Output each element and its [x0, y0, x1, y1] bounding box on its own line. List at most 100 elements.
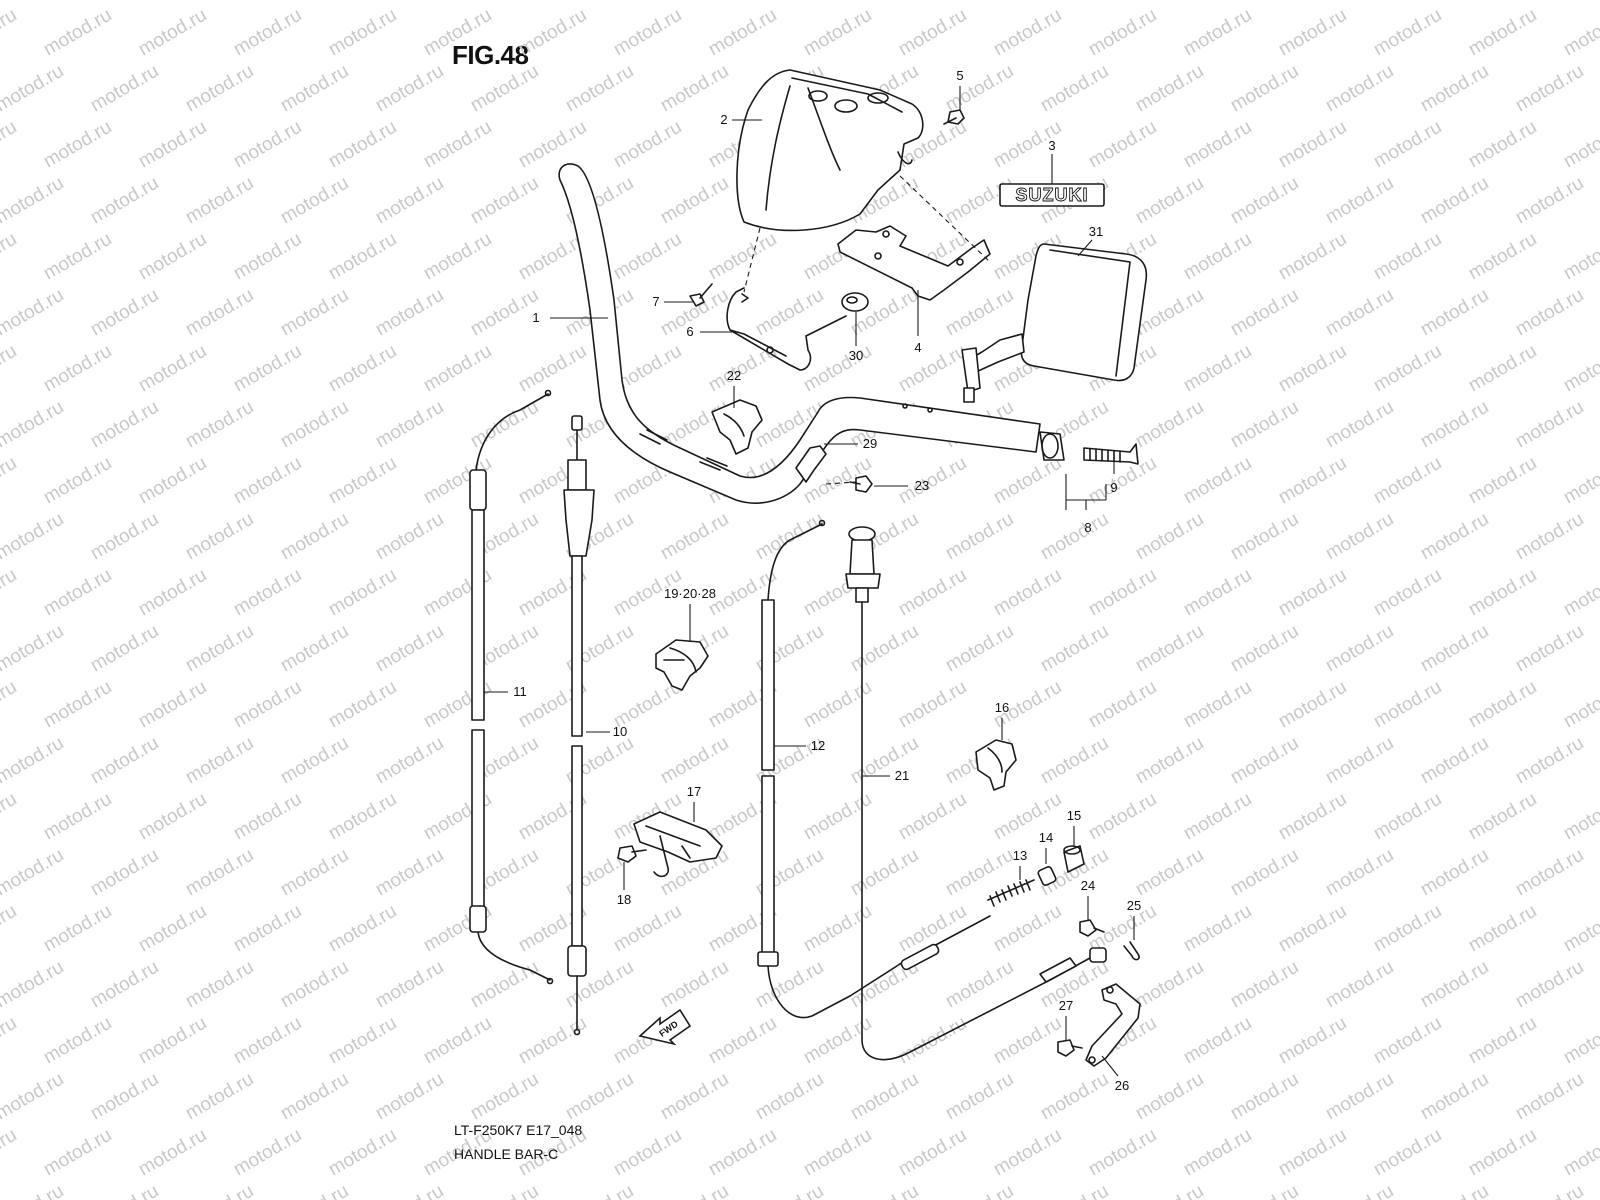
right-cover-bracket-part[interactable]	[837, 225, 991, 301]
watermark-text: motod.ru	[182, 397, 257, 453]
handlebar-cover-part[interactable]	[736, 69, 924, 232]
watermark-text: motod.ru	[657, 1069, 732, 1125]
watermark-text: motod.ru	[325, 5, 400, 61]
watermark-text: motod.ru	[467, 1069, 542, 1125]
watermark-text: motod.ru	[40, 677, 115, 733]
watermark-text: motod.ru	[40, 565, 115, 621]
watermark-text: motod.ru	[1512, 733, 1587, 789]
watermark-text: motod.ru	[895, 565, 970, 621]
watermark-text: motod.ru	[990, 789, 1065, 845]
watermark-text: motod.ru	[40, 901, 115, 957]
watermark-text: motod.ru	[182, 285, 257, 341]
joint-15-part[interactable]	[1063, 845, 1085, 873]
watermark-text: motod.ru	[372, 845, 447, 901]
mirror-part[interactable]	[961, 243, 1148, 403]
left-cover-bracket-part[interactable]	[726, 287, 847, 371]
watermark-text: motod.ru	[230, 677, 305, 733]
watermark-text: motod.ru	[990, 1013, 1065, 1069]
cable-guide-17-part[interactable]	[633, 811, 723, 878]
watermark-text: motod.ru	[1417, 621, 1492, 677]
watermark-text: motod.ru	[182, 733, 257, 789]
watermark-text: motod.ru	[182, 845, 257, 901]
rear-brake-cable-12-part[interactable]	[757, 519, 991, 1019]
callout-4: 4	[914, 340, 921, 355]
watermark-text: motod.ru	[277, 173, 352, 229]
watermark-text: motod.ru	[1465, 341, 1540, 397]
watermark-text: motod.ru	[325, 1013, 400, 1069]
watermark-text: motod.ru	[1417, 397, 1492, 453]
watermark-text: motod.ru	[1180, 677, 1255, 733]
watermark-text: motod.ru	[0, 677, 20, 733]
watermark-text: motod.ru	[1132, 397, 1207, 453]
watermark-text: motod.ru	[1465, 1125, 1540, 1181]
suzuki-emblem-part[interactable]: SUZUKI	[999, 183, 1105, 207]
watermark-text: motod.ru	[1132, 509, 1207, 565]
bolt-27-part[interactable]	[1057, 1039, 1083, 1057]
watermark-text: motod.ru	[420, 5, 495, 61]
watermark-text: motod.ru	[1322, 621, 1397, 677]
watermark-text: motod.ru	[515, 5, 590, 61]
watermark-text: motod.ru	[1417, 957, 1492, 1013]
watermark-text: motod.ru	[1085, 117, 1160, 173]
watermark-text: motod.ru	[40, 453, 115, 509]
brake-cable-11-part[interactable]	[469, 389, 554, 985]
collar-14-part[interactable]	[1037, 865, 1057, 887]
watermark-text: motod.ru	[800, 789, 875, 845]
watermark-text: motod.ru	[847, 733, 922, 789]
watermark-text: motod.ru	[325, 1125, 400, 1181]
watermark-text: motod.ru	[40, 5, 115, 61]
watermark-text: motod.ru	[1322, 1181, 1397, 1200]
watermark-text: motod.ru	[1370, 229, 1445, 285]
lever-arm-26-part[interactable]	[1085, 983, 1141, 1067]
handlebar-part[interactable]	[558, 163, 1041, 504]
watermark-text: motod.ru	[1180, 565, 1255, 621]
bolt-23-part[interactable]	[849, 475, 873, 493]
grommet-part[interactable]	[841, 292, 869, 312]
watermark-text: motod.ru	[942, 1181, 1017, 1200]
watermark-text: motod.ru	[87, 0, 162, 4]
throttle-cable-10-part[interactable]	[563, 415, 595, 1036]
watermark-text: motod.ru	[1417, 845, 1492, 901]
balancer-part[interactable]	[1039, 431, 1065, 461]
bolt-18-part[interactable]	[617, 845, 647, 863]
watermark-text: motod.ru	[1560, 1013, 1600, 1069]
watermark-text: motod.ru	[1132, 1181, 1207, 1200]
watermark-text: motod.ru	[515, 117, 590, 173]
balancer-screw-part[interactable]	[1083, 443, 1139, 465]
watermark-text: motod.ru	[800, 1013, 875, 1069]
watermark-text: motod.ru	[230, 901, 305, 957]
watermark-text: motod.ru	[847, 1181, 922, 1200]
watermark-text: motod.ru	[1322, 957, 1397, 1013]
watermark-text: motod.ru	[372, 957, 447, 1013]
clamp-29-part[interactable]	[795, 445, 827, 483]
watermark-text: motod.ru	[1417, 0, 1492, 4]
spring-13-part[interactable]	[987, 879, 1035, 907]
clamp-22-part[interactable]	[711, 399, 763, 455]
pin-24-part[interactable]	[1079, 919, 1105, 937]
watermark-text: motod.ru	[1180, 453, 1255, 509]
cotter-pin-25-part[interactable]	[1123, 941, 1140, 961]
choke-cable-21-part[interactable]	[845, 526, 1107, 1061]
watermark-text: motod.ru	[562, 1181, 637, 1200]
clamp-set-19-20-28-part[interactable]	[655, 639, 709, 691]
watermark-text: motod.ru	[1227, 845, 1302, 901]
watermark-text: motod.ru	[277, 285, 352, 341]
watermark-text: motod.ru	[1560, 5, 1600, 61]
watermark-text: motod.ru	[1037, 733, 1112, 789]
watermark-text: motod.ru	[610, 1125, 685, 1181]
watermark-text: motod.ru	[1085, 565, 1160, 621]
watermark-text: motod.ru	[1370, 1013, 1445, 1069]
watermark-text: motod.ru	[0, 5, 20, 61]
watermark-text: motod.ru	[1512, 1069, 1587, 1125]
watermark-text: motod.ru	[1512, 957, 1587, 1013]
watermark-text: motod.ru	[1465, 565, 1540, 621]
screw-5-part[interactable]	[943, 109, 965, 125]
watermark-text: motod.ru	[372, 173, 447, 229]
clamp-16-part[interactable]	[975, 739, 1017, 791]
watermark-text: motod.ru	[1322, 1069, 1397, 1125]
watermark-text: motod.ru	[1322, 845, 1397, 901]
watermark-text: motod.ru	[0, 397, 67, 453]
screw-7-part[interactable]	[689, 283, 713, 307]
watermark-text: motod.ru	[135, 117, 210, 173]
watermark-text: motod.ru	[705, 5, 780, 61]
